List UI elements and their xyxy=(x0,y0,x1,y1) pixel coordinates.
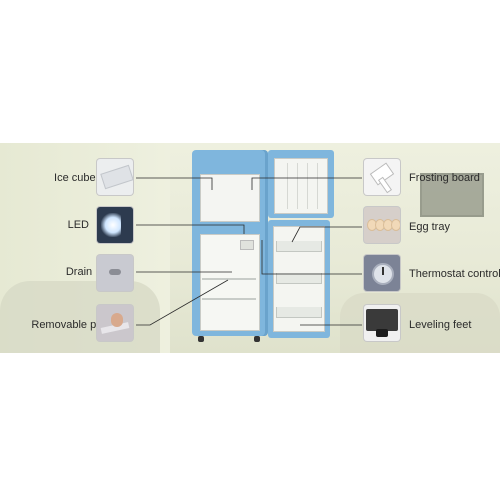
label-thermostat-control: Thermostat control xyxy=(409,268,500,280)
thermostat-housing xyxy=(240,240,254,250)
freezer-door xyxy=(268,150,334,218)
door-bin xyxy=(276,273,322,284)
led-thumb xyxy=(97,207,133,243)
door-bin xyxy=(276,307,322,318)
fridge-shelf xyxy=(202,278,256,280)
fridge-foot xyxy=(198,336,204,342)
room-tv xyxy=(420,173,484,217)
door-bin xyxy=(276,241,322,252)
leveling-feet-thumb xyxy=(364,305,400,341)
label-removable-panel: Removable panel xyxy=(31,319,117,331)
thermostat-control-thumb xyxy=(364,255,400,291)
fridge-foot xyxy=(254,336,260,342)
label-leveling-feet: Leveling feet xyxy=(409,319,472,331)
removable-panel-thumb xyxy=(97,305,133,341)
refrigerator-body xyxy=(192,150,268,342)
fridge-shelf xyxy=(202,298,256,300)
egg-tray-thumb xyxy=(364,207,400,243)
fridge-door xyxy=(268,220,330,338)
fridge-door-inner xyxy=(273,226,325,332)
drain-hole-thumb xyxy=(97,255,133,291)
room-sofa-left xyxy=(0,281,160,353)
frosting-board-thumb xyxy=(364,159,400,195)
label-egg-tray: Egg tray xyxy=(409,221,450,233)
label-frosting-board: Frosting board xyxy=(409,172,480,184)
label-led: LED xyxy=(67,219,89,231)
ice-cube-tray-thumb xyxy=(97,159,133,195)
freezer-door-inner xyxy=(274,158,328,214)
freezer-compartment xyxy=(200,174,260,222)
